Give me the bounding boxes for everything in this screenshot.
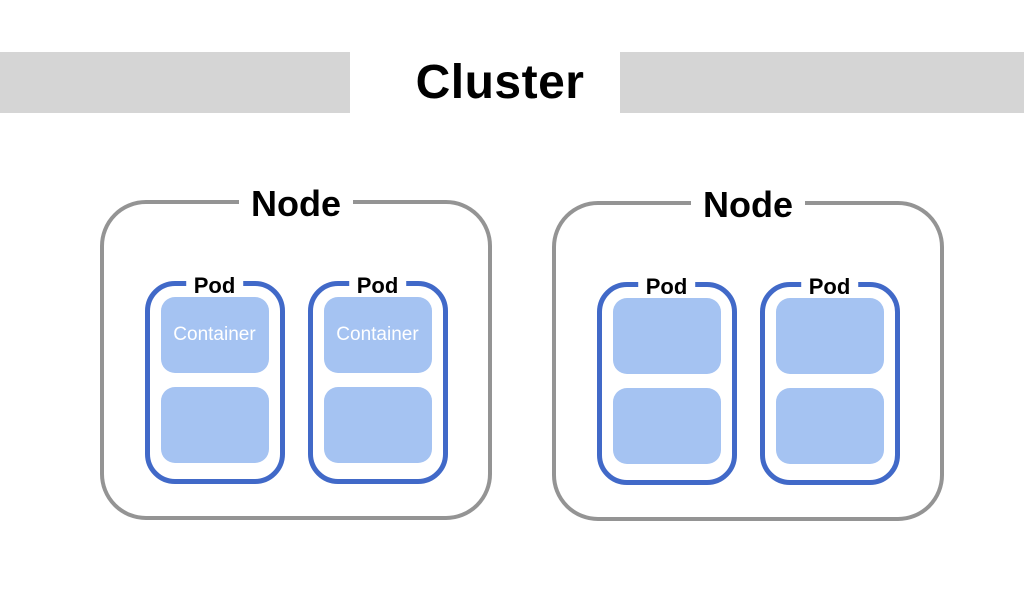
container-box: Container	[160, 297, 269, 373]
node-box: Node Pod Container Pod Container	[100, 186, 492, 520]
pod-label: Pod	[800, 276, 859, 298]
pod-box: Pod	[759, 276, 900, 485]
cluster-title: Cluster	[415, 56, 585, 109]
pod-label: Pod	[348, 275, 407, 297]
node-label: Node	[239, 186, 353, 222]
container-box	[775, 298, 884, 374]
title-bar-right	[620, 52, 1024, 113]
container-box	[323, 387, 432, 463]
pod-label: Pod	[185, 275, 244, 297]
container-box	[160, 387, 269, 463]
pod-box: Pod	[596, 276, 737, 485]
container-label: Container	[173, 324, 256, 345]
pod-box: Pod Container	[144, 275, 285, 484]
node-label: Node	[691, 187, 805, 223]
node-box: Node Pod Pod	[552, 187, 944, 521]
container-box	[612, 298, 721, 374]
container-box: Container	[323, 297, 432, 373]
container-label: Container	[336, 324, 419, 345]
pod-box: Pod Container	[307, 275, 448, 484]
container-box	[775, 388, 884, 464]
pod-label: Pod	[637, 276, 696, 298]
pods-row: Pod Container Pod Container	[104, 275, 488, 484]
container-box	[612, 388, 721, 464]
pods-row: Pod Pod	[556, 276, 940, 485]
title-bar-left	[0, 52, 350, 113]
